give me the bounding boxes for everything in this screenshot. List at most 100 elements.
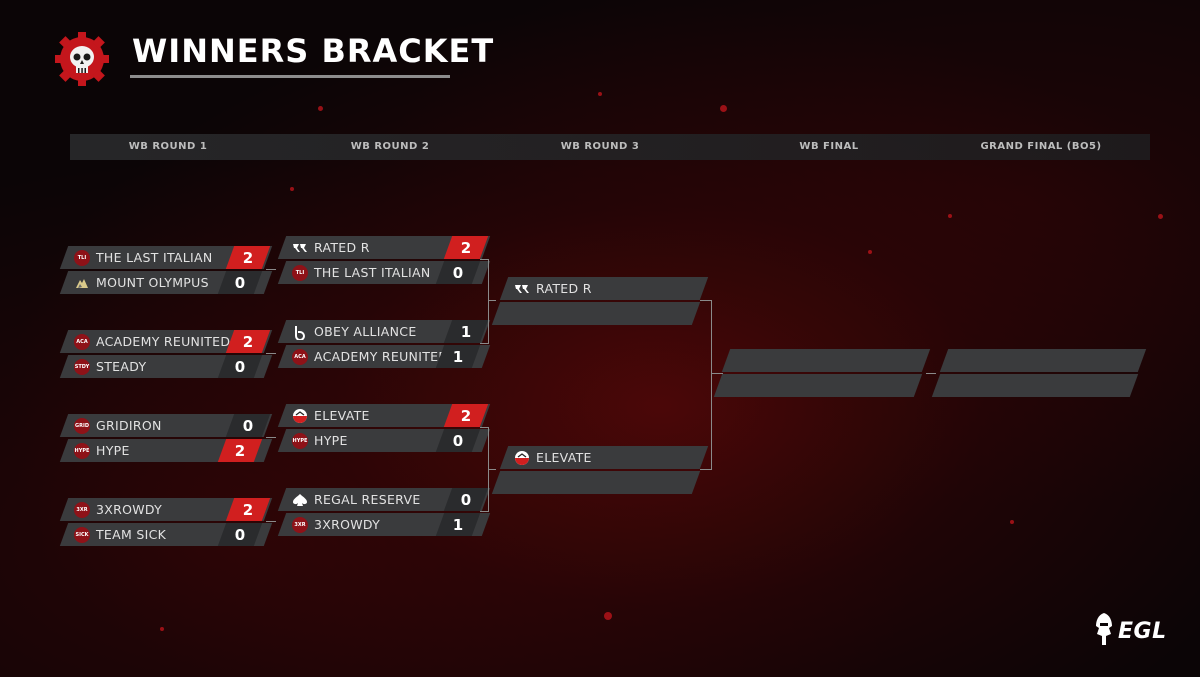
round-label-1: WB ROUND 1 [128, 141, 208, 152]
speck [1010, 520, 1014, 524]
speck [868, 250, 872, 254]
rated-r-icon [514, 281, 530, 297]
team-icon: TLI [292, 264, 308, 281]
match-row[interactable]: RATED R [499, 277, 709, 300]
speck [948, 214, 952, 218]
team-name: THE LAST ITALIAN [314, 265, 431, 280]
skull-gear-logo-icon [54, 31, 110, 87]
empty-slot [931, 374, 1139, 397]
speck [1158, 214, 1163, 219]
team-name: STEADY [96, 359, 147, 374]
team-icon: SICK [74, 526, 90, 543]
score-box: 2 [443, 404, 489, 427]
empty-slot [721, 349, 931, 372]
page-title: WINNERS BRACKET [132, 32, 495, 70]
score-box: 0 [217, 355, 263, 378]
team-icon: HYPE [74, 442, 90, 459]
elevate-icon [514, 450, 530, 466]
connector-line [266, 269, 276, 270]
egl-text: EGL [1118, 618, 1167, 644]
score-box: 0 [217, 271, 263, 294]
connector-line [488, 469, 496, 470]
score-box: 2 [225, 330, 271, 353]
elevate-icon [292, 408, 308, 424]
team-name: ELEVATE [536, 450, 592, 465]
mount-olympus-icon [74, 275, 90, 291]
speck [290, 187, 294, 191]
empty-slot [491, 471, 701, 494]
match-row[interactable]: OBEY ALLIANCE [277, 320, 491, 343]
team-name: THE LAST ITALIAN [96, 250, 213, 265]
title-underline [130, 75, 450, 78]
match-row[interactable]: RATED R [277, 236, 491, 259]
obey-alliance-icon [292, 324, 308, 340]
team-icon: HYPE [292, 432, 308, 449]
connector-line [480, 259, 488, 260]
team-name: ACADEMY REUNITED [314, 349, 449, 364]
rated-r-icon [292, 240, 308, 256]
score-box: 0 [217, 523, 263, 546]
team-name: MOUNT OLYMPUS [96, 275, 209, 290]
round-label-4: WB FINAL [799, 141, 859, 152]
connector-line [480, 511, 488, 512]
helmet-icon [1094, 612, 1114, 650]
regal-reserve-icon [292, 492, 308, 508]
round-header-bar [70, 134, 1150, 160]
round-label-5: GRAND FINAL (BO5) [980, 141, 1102, 152]
team-icon: ACA [74, 333, 90, 350]
connector-line [488, 300, 496, 301]
team-icon: 3XR [292, 516, 308, 533]
team-name: OBEY ALLIANCE [314, 324, 417, 339]
team-icon: 3XR [74, 501, 90, 518]
connector-line [711, 373, 723, 374]
team-name: RATED R [536, 281, 592, 296]
connector-line [711, 300, 712, 470]
team-name: RATED R [314, 240, 370, 255]
connector-line [488, 259, 489, 344]
speck [720, 105, 727, 112]
speck [604, 612, 612, 620]
match-row[interactable]: REGAL RESERVE [277, 488, 491, 511]
score-box: 1 [443, 320, 489, 343]
score-box: 1 [435, 513, 481, 536]
score-box: 0 [435, 429, 481, 452]
team-icon: ACA [292, 348, 308, 365]
speck [598, 92, 602, 96]
team-name: 3XROWDY [96, 502, 163, 517]
score-box: 2 [443, 236, 489, 259]
match-row[interactable]: ELEVATE [277, 404, 491, 427]
score-box: 2 [225, 498, 271, 521]
team-name: TEAM SICK [96, 527, 167, 542]
team-name: 3XROWDY [314, 517, 381, 532]
team-name: HYPE [314, 433, 348, 448]
team-name: ELEVATE [314, 408, 370, 423]
team-name: ACADEMY REUNITED [96, 334, 231, 349]
connector-line [480, 427, 488, 428]
round-label-2: WB ROUND 2 [350, 141, 430, 152]
score-box: 0 [435, 261, 481, 284]
empty-slot [713, 374, 923, 397]
team-icon: STDY [74, 358, 90, 375]
team-icon: TLI [74, 249, 90, 266]
connector-line [266, 521, 276, 522]
connector-line [700, 300, 712, 301]
connector-line [926, 373, 936, 374]
egl-logo: EGL [1094, 612, 1167, 650]
score-box: 2 [225, 246, 271, 269]
score-box: 2 [217, 439, 263, 462]
empty-slot [491, 302, 701, 325]
connector-line [266, 437, 276, 438]
match-row[interactable]: ELEVATE [499, 446, 709, 469]
score-box: 1 [435, 345, 481, 368]
score-box: 0 [443, 488, 489, 511]
team-name: GRIDIRON [96, 418, 162, 433]
team-name: HYPE [96, 443, 130, 458]
round-label-3: WB ROUND 3 [560, 141, 640, 152]
team-icon: GRID [74, 417, 90, 434]
empty-slot [939, 349, 1147, 372]
connector-line [700, 469, 712, 470]
speck [160, 627, 164, 631]
match-row[interactable]: MOUNT OLYMPUS [59, 271, 273, 294]
connector-line [266, 353, 276, 354]
speck [318, 106, 323, 111]
